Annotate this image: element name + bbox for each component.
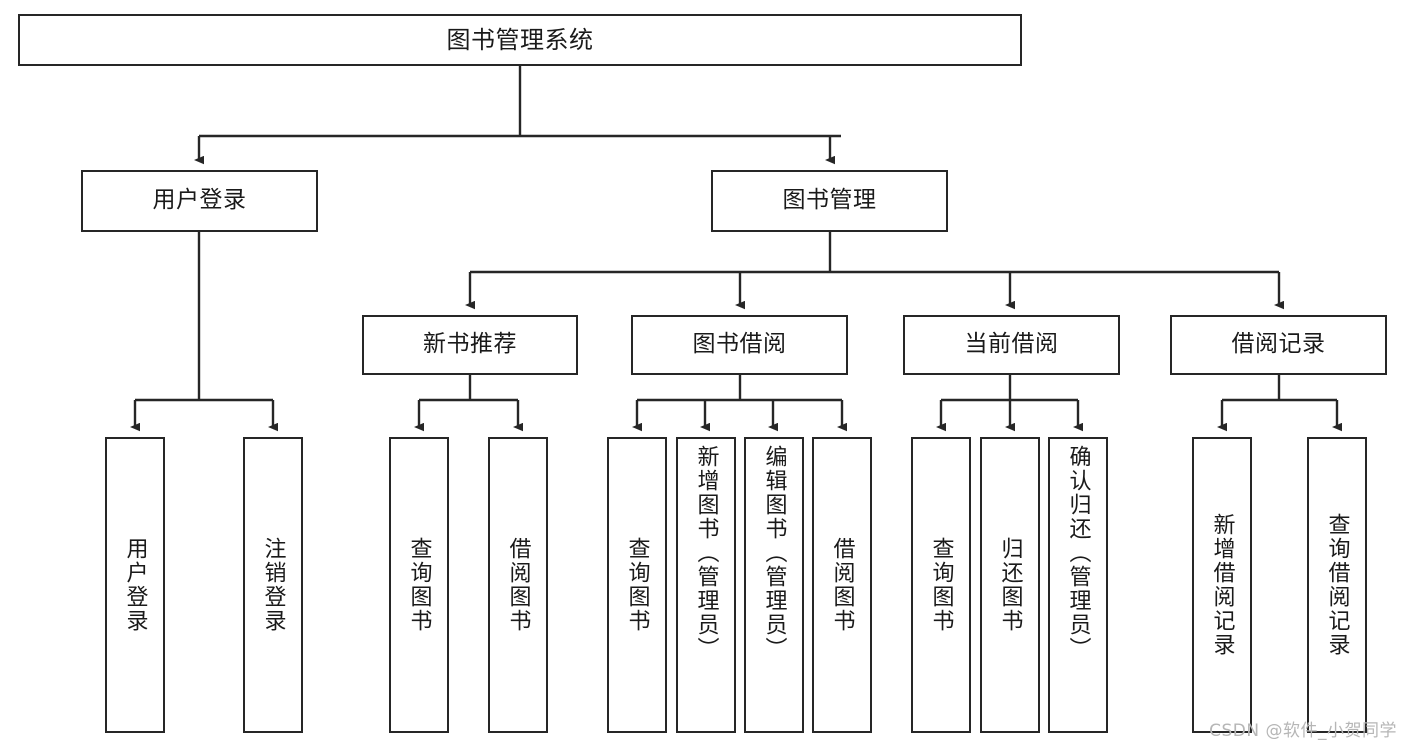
node-leaf-edit-book[interactable]: 编辑图书（管理员）: [744, 437, 804, 733]
node-leaf-query-book-current[interactable]: 查询图书: [911, 437, 971, 733]
node-leaf-query-book-new-label: 查询图书: [406, 537, 432, 633]
node-leaf-return-book-label: 归还图书: [997, 537, 1023, 633]
node-leaf-add-borrow-record-label: 新增借阅记录: [1209, 513, 1235, 657]
node-leaf-user-login[interactable]: 用户登录: [105, 437, 165, 733]
node-leaf-user-logout-label: 注销登录: [260, 537, 286, 633]
node-book-manage-label: 图书管理: [782, 187, 877, 214]
node-leaf-query-borrow-record-label: 查询借阅记录: [1324, 513, 1350, 657]
node-root-system[interactable]: 图书管理系统: [18, 14, 1022, 66]
node-leaf-borrow-book-borrow-label: 借阅图书: [829, 537, 855, 633]
node-leaf-borrow-book-borrow[interactable]: 借阅图书: [812, 437, 872, 733]
node-book-borrow-label: 图书借阅: [692, 331, 787, 358]
node-borrow-record[interactable]: 借阅记录: [1170, 315, 1387, 375]
node-leaf-add-borrow-record[interactable]: 新增借阅记录: [1192, 437, 1252, 733]
node-user-login-label: 用户登录: [152, 187, 247, 214]
node-leaf-query-book-borrow[interactable]: 查询图书: [607, 437, 667, 733]
node-book-manage[interactable]: 图书管理: [711, 170, 948, 232]
node-new-book-recommend-label: 新书推荐: [423, 331, 517, 358]
node-leaf-add-book[interactable]: 新增图书（管理员）: [676, 437, 736, 733]
node-leaf-confirm-return-label: 确认归还（管理员）: [1065, 445, 1091, 661]
node-leaf-return-book[interactable]: 归还图书: [980, 437, 1040, 733]
node-root-system-label: 图书管理系统: [446, 25, 594, 54]
node-leaf-borrow-book-new-label: 借阅图书: [505, 537, 531, 633]
node-leaf-query-book-borrow-label: 查询图书: [624, 537, 650, 633]
node-leaf-user-login-label: 用户登录: [122, 537, 148, 633]
node-user-login[interactable]: 用户登录: [81, 170, 318, 232]
node-leaf-query-borrow-record[interactable]: 查询借阅记录: [1307, 437, 1367, 733]
node-current-borrow-label: 当前借阅: [964, 331, 1059, 358]
node-leaf-edit-book-label: 编辑图书（管理员）: [761, 445, 787, 661]
node-leaf-query-book-current-label: 查询图书: [928, 537, 954, 633]
node-leaf-confirm-return[interactable]: 确认归还（管理员）: [1048, 437, 1108, 733]
node-borrow-record-label: 借阅记录: [1231, 331, 1326, 358]
node-book-borrow[interactable]: 图书借阅: [631, 315, 848, 375]
node-leaf-add-book-label: 新增图书（管理员）: [693, 445, 719, 661]
node-current-borrow[interactable]: 当前借阅: [903, 315, 1120, 375]
node-leaf-borrow-book-new[interactable]: 借阅图书: [488, 437, 548, 733]
node-new-book-recommend[interactable]: 新书推荐: [362, 315, 578, 375]
node-leaf-query-book-new[interactable]: 查询图书: [389, 437, 449, 733]
node-leaf-user-logout[interactable]: 注销登录: [243, 437, 303, 733]
